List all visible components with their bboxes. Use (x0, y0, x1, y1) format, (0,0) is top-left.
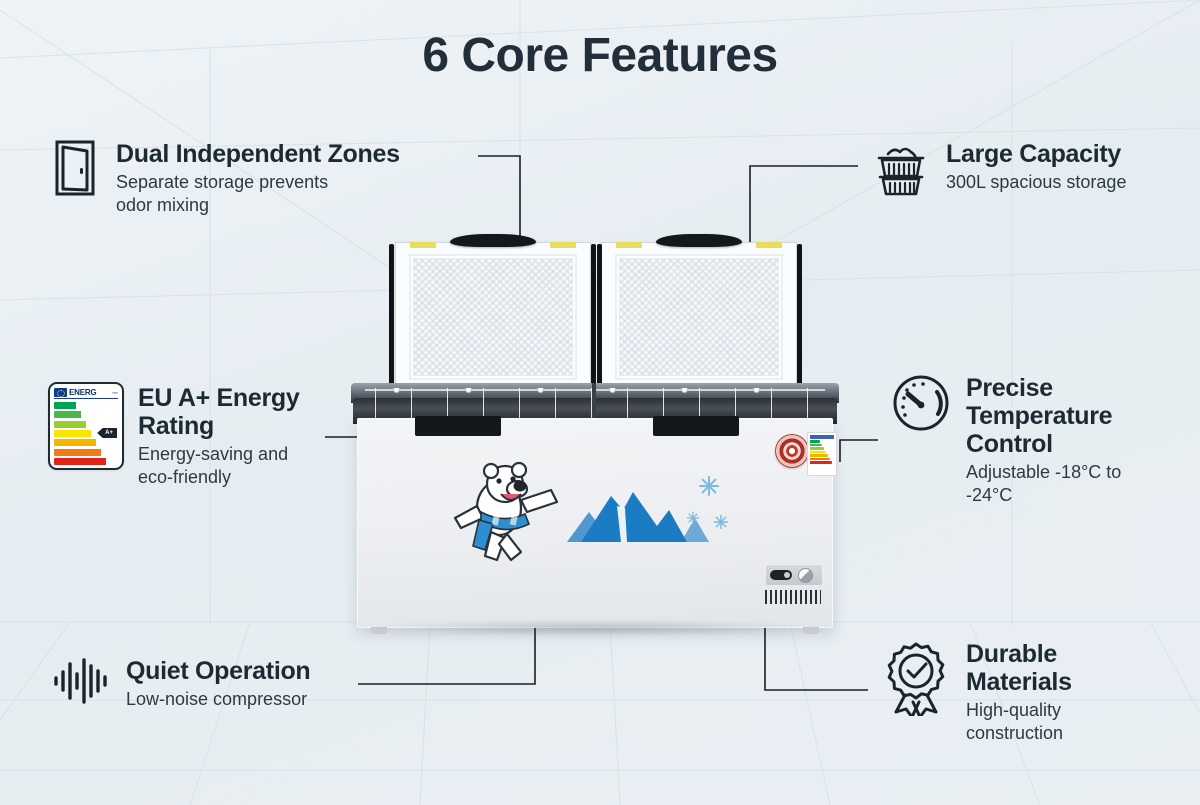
lid-center-seam (592, 383, 596, 425)
lid-handle-left (450, 234, 536, 247)
freezer-latch-left (415, 416, 501, 436)
feature-description: Low-noise compressor (126, 689, 308, 709)
award-ribbon-icon (880, 638, 952, 716)
energy-rating-badge: A+ (97, 428, 117, 438)
product-energy-sticker (807, 432, 837, 476)
laundry-basket-icon (868, 138, 932, 202)
feature-eu-energy-rating: ENERG ▪▪▪▪ A+ EU A+ Energy Rating Energy… (48, 382, 300, 489)
lid-hinge-right (597, 244, 602, 394)
quality-seal-badge (775, 434, 809, 468)
energy-label-icon: ENERG ▪▪▪▪ A+ (48, 382, 124, 470)
feature-heading: Quiet Operation (126, 657, 311, 685)
lid-handle-right (656, 234, 742, 247)
lid-tab (756, 242, 782, 248)
feature-description: Adjustable -18°C to -24°C (966, 462, 1122, 506)
door-icon (52, 138, 102, 200)
energy-regulation-text: ▪▪▪▪ (112, 389, 118, 395)
feature-description: 300L spacious storage (946, 172, 1127, 192)
lid-hinge-left (389, 244, 394, 394)
product-shadow (375, 620, 815, 636)
product-image-chest-freezer (345, 228, 845, 648)
lid-hinge-right-outer (797, 244, 802, 394)
page-title: 6 Core Features (422, 29, 778, 82)
compressor-vent-grille (765, 590, 821, 604)
lid-inner-panel (615, 254, 783, 380)
feature-dual-independent-zones: Dual Independent Zones Separate storage … (52, 138, 400, 217)
feature-heading: EU A+ Energy Rating (138, 384, 300, 440)
lid-inner-panel (409, 254, 577, 380)
feature-description: Separate storage prevents odor mixing (116, 172, 329, 216)
lid-tab (616, 242, 642, 248)
feature-description: Energy-saving and eco-friendly (138, 444, 289, 488)
feature-heading: Durable Materials (966, 640, 1072, 696)
feature-heading: Large Capacity (946, 140, 1122, 168)
freezer-lid-left (395, 234, 591, 394)
feature-large-capacity: Large Capacity 300L spacious storage (868, 138, 1126, 202)
lid-tab (410, 242, 436, 248)
feature-precise-temperature-control: Precise Temperature Control Adjustable -… (890, 372, 1121, 507)
gauge-icon (890, 372, 952, 434)
feature-quiet-operation: Quiet Operation Low-noise compressor (50, 655, 311, 711)
eu-flag-icon (54, 388, 67, 397)
energy-brand-text: ENERG (69, 388, 97, 397)
power-switch[interactable] (770, 570, 792, 580)
lid-hinge-left-inner (591, 244, 596, 394)
feature-heading: Dual Independent Zones (116, 140, 400, 168)
freezer-lid-right (601, 234, 797, 394)
feature-heading: Precise Temperature Control (966, 374, 1113, 458)
feature-durable-materials: Durable Materials High-quality construct… (880, 638, 1072, 745)
freezer-latch-right (653, 416, 739, 436)
polar-bear-decal (441, 456, 741, 566)
lid-tab (550, 242, 576, 248)
sound-wave-icon (50, 655, 112, 707)
feature-description: High-quality construction (966, 700, 1064, 744)
temperature-dial[interactable] (798, 567, 813, 583)
freezer-control-panel[interactable] (765, 564, 823, 586)
